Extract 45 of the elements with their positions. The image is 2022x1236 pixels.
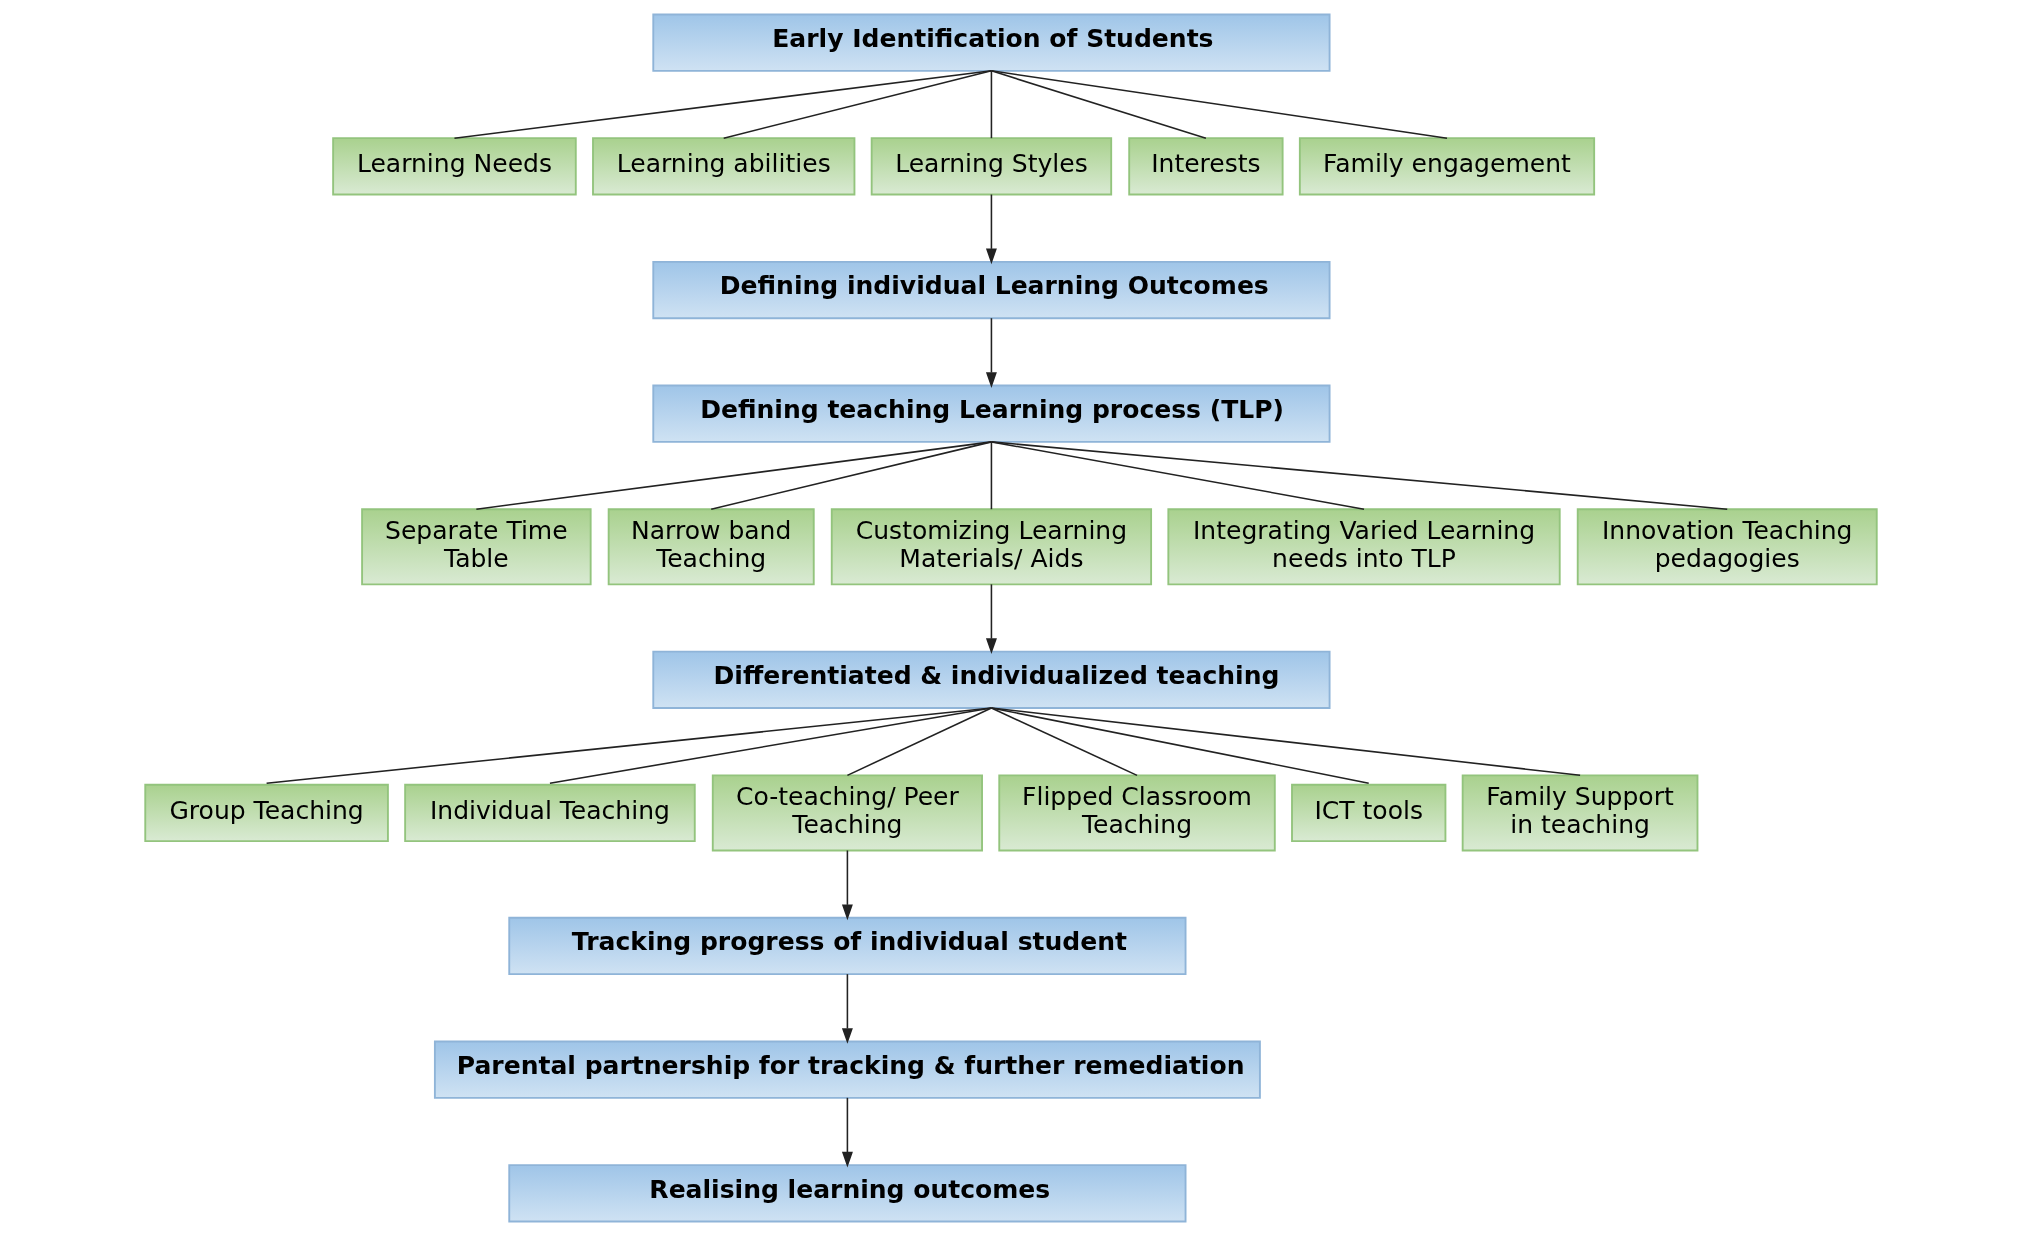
connector: [453, 70, 993, 139]
node-box: Defining teaching Learning process (TLP): [652, 384, 1331, 443]
connector: [990, 707, 1581, 777]
node-box: Learning Needs: [332, 137, 577, 196]
node-box: Family engagement: [1298, 137, 1596, 196]
connector: [990, 70, 1207, 139]
node-box: Flipped Classroom Teaching: [998, 774, 1276, 852]
node-box: Co-teaching/ Peer Teaching: [711, 774, 983, 852]
arrow: [985, 193, 997, 265]
connector: [990, 70, 993, 139]
arrow: [841, 973, 853, 1044]
node-box: Differentiated & individualized teaching: [652, 650, 1331, 709]
node-box: Customizing Learning Materials/ Aids: [830, 508, 1153, 586]
connector: [990, 441, 993, 510]
connector: [846, 707, 993, 777]
connector: [265, 707, 993, 784]
connector: [990, 70, 1448, 139]
connector: [722, 70, 993, 139]
node-box: Tracking progress of individual student: [508, 916, 1187, 976]
connector: [710, 441, 993, 510]
node-box: Separate Time Table: [361, 508, 592, 586]
connector: [990, 707, 1138, 777]
node-box: Defining individual Learning Outcomes: [652, 260, 1331, 320]
node-box: Innovation Teaching pedagogies: [1576, 508, 1878, 586]
node-box: Parental partnership for tracking & further remediation: [433, 1040, 1261, 1099]
node-box: ICT tools: [1291, 783, 1447, 843]
connector: [475, 441, 993, 510]
arrow: [841, 849, 853, 921]
node-box: Individual Teaching: [404, 783, 696, 843]
node-box: Narrow band Teaching: [607, 508, 815, 586]
node-box: Integrating Varied Learning needs into TLP: [1167, 508, 1561, 586]
node-box: Learning Styles: [870, 137, 1113, 196]
node-box: Group Teaching: [144, 783, 389, 843]
node-box: Early Identification of Students: [652, 13, 1331, 72]
node-box: Learning abilities: [592, 137, 856, 196]
connector: [990, 441, 1728, 510]
node-box: Realising learning outcomes: [508, 1164, 1187, 1223]
arrow: [841, 1097, 853, 1168]
connector: [990, 441, 1365, 510]
arrow: [985, 317, 997, 388]
connector: [990, 707, 1370, 784]
node-box: Interests: [1128, 137, 1284, 196]
arrow: [985, 583, 997, 655]
node-box: Family Support in teaching: [1461, 774, 1699, 852]
connector: [549, 707, 993, 784]
